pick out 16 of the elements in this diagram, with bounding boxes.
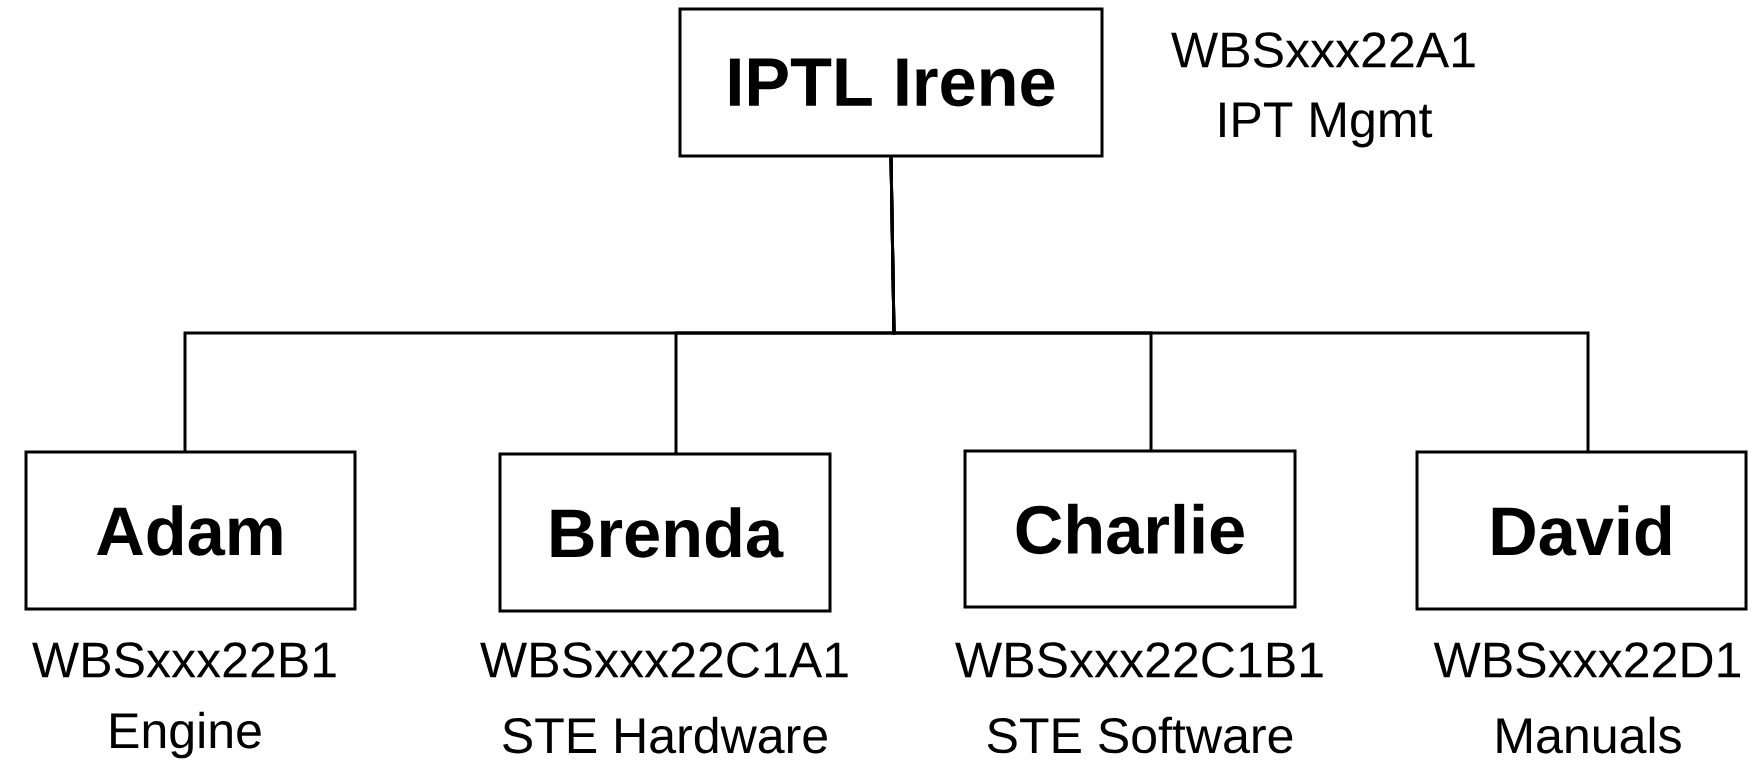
wbs-label: IPT Mgmt xyxy=(1220,102,1433,148)
connector-line xyxy=(889,157,1590,452)
person-box: Adam xyxy=(24,450,357,611)
wbs-label: STE Hardware xyxy=(503,716,827,754)
wbs-label: STE Software xyxy=(987,716,1293,754)
person-box: Charlie xyxy=(963,449,1297,609)
wbs-label: Manuals xyxy=(1497,716,1681,754)
wbs-label: WBSxxx22C1A1 xyxy=(480,642,848,678)
person-box: Brenda xyxy=(498,452,832,613)
wbs-label: Engine xyxy=(111,711,261,759)
person-box: IPTL Irene xyxy=(678,7,1104,158)
wbs-label: WBSxxx22B1 xyxy=(32,642,336,678)
wbs-label: WBSxxx22A1 xyxy=(1171,32,1475,68)
person-box: David xyxy=(1415,450,1748,611)
wbs-label: WBSxxx22D1 xyxy=(1433,642,1740,678)
wbs-label: WBSxxx22C1B1 xyxy=(955,642,1323,678)
